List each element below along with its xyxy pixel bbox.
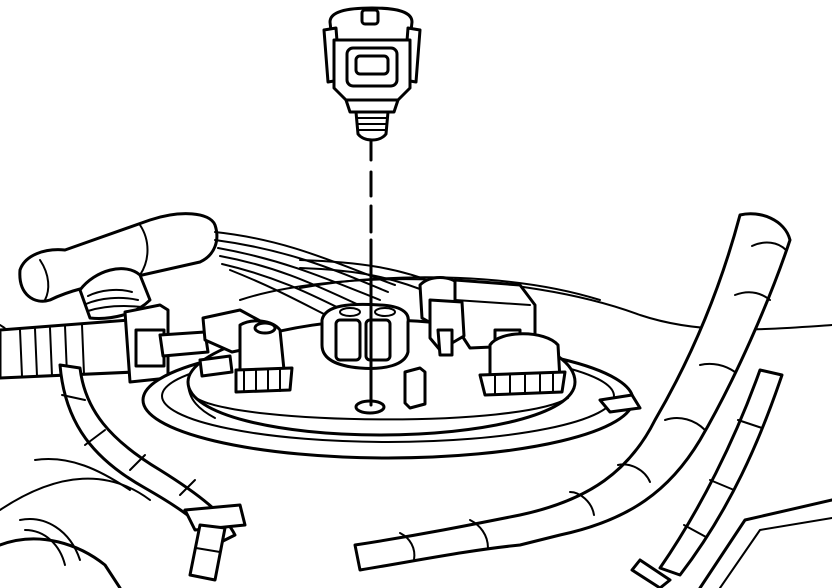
vapor-line xyxy=(630,368,784,588)
pump-outlet-fitting xyxy=(198,308,294,394)
return-hose-assembly xyxy=(0,212,247,582)
electrical-connector xyxy=(322,6,422,142)
retainer-tab xyxy=(403,366,427,410)
fuel-feed-hose xyxy=(353,212,792,572)
wiring-harness xyxy=(214,231,441,370)
module-turret xyxy=(478,332,567,397)
